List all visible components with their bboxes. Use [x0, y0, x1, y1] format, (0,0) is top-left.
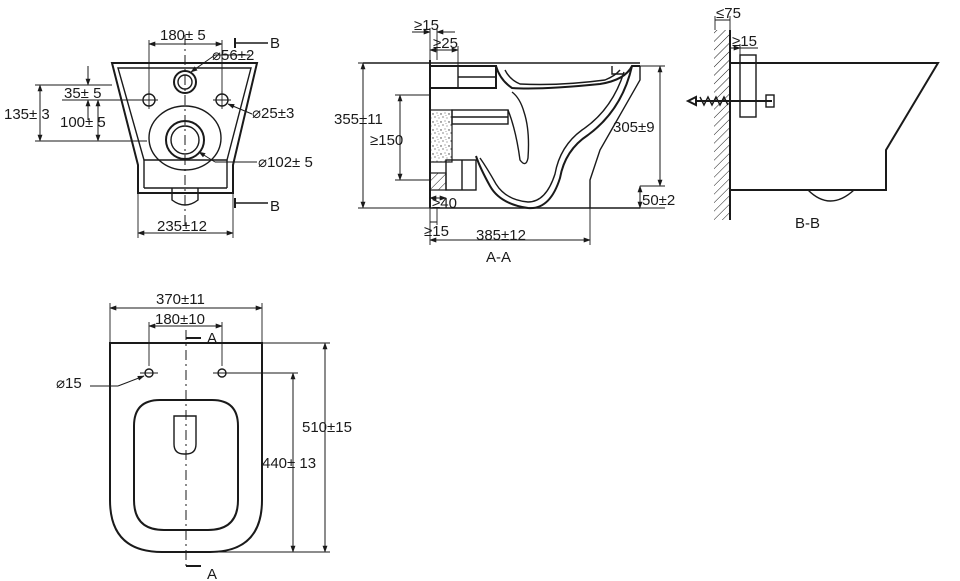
- aa-dim-355: 355±11: [334, 111, 383, 128]
- section-bb-view: ≤75 ≥15 B-B: [685, 5, 940, 232]
- bb-dim-15: ≥15: [732, 33, 757, 50]
- concrete-block: [429, 109, 453, 163]
- aa-dim-15-top: ≥15: [414, 17, 439, 34]
- aa-dim-15-bottom: ≥15: [424, 223, 449, 240]
- front-dim-35: 35± 5: [64, 85, 101, 102]
- wall-hatch: [714, 30, 730, 220]
- bb-body: [730, 62, 940, 191]
- plan-dim-180: 180±10: [155, 311, 205, 328]
- front-dim-100: 100± 5: [60, 114, 106, 131]
- front-view: 180± 5 B ⌀56±2 135± 3 35± 5 100± 5 ⌀25±3…: [4, 27, 313, 238]
- front-dim-180: 180± 5: [160, 27, 206, 44]
- section-aa-view: ≥15 ≥25 355±11 ≥150 305±9 50±2 ≥40 ≥15: [334, 17, 675, 266]
- aa-caption: A-A: [486, 249, 511, 266]
- aa-dim-385: 385±12: [476, 227, 526, 244]
- front-dim-135: 135± 3: [4, 106, 50, 123]
- bb-caption: B-B: [795, 215, 820, 232]
- aa-dim-40: ≥40: [432, 195, 457, 212]
- seat-opening: [133, 399, 239, 531]
- front-dim-235: 235±12: [157, 218, 207, 235]
- aa-dim-25: ≥25: [433, 35, 458, 52]
- aa-dim-50: 50±2: [642, 192, 675, 209]
- bowl-outer: [475, 65, 640, 210]
- plan-dim-440: 440± 13: [262, 455, 316, 472]
- plan-dim-15: ⌀15: [56, 375, 82, 392]
- hatched-block: [429, 172, 447, 191]
- plan-dim-370: 370±11: [156, 291, 205, 308]
- section-b-label-top: B: [270, 35, 280, 52]
- front-dim-102: ⌀102± 5: [258, 154, 313, 171]
- bb-dim-75: ≤75: [716, 5, 741, 22]
- aa-dim-150: ≥150: [370, 132, 403, 149]
- front-dim-56: ⌀56±2: [212, 47, 254, 64]
- section-b-label-bottom: B: [270, 198, 280, 215]
- front-dim-25: ⌀25±3: [252, 105, 294, 122]
- aa-dim-305: 305±9: [613, 119, 655, 136]
- plan-dim-510: 510±15: [302, 419, 352, 436]
- bowl-inner: [479, 69, 625, 203]
- section-a-label-bottom: A: [207, 566, 217, 581]
- plan-view: A A 370±11 180±10 ⌀15 510±15 440± 13: [56, 291, 352, 581]
- section-a-label-top: A: [207, 330, 217, 347]
